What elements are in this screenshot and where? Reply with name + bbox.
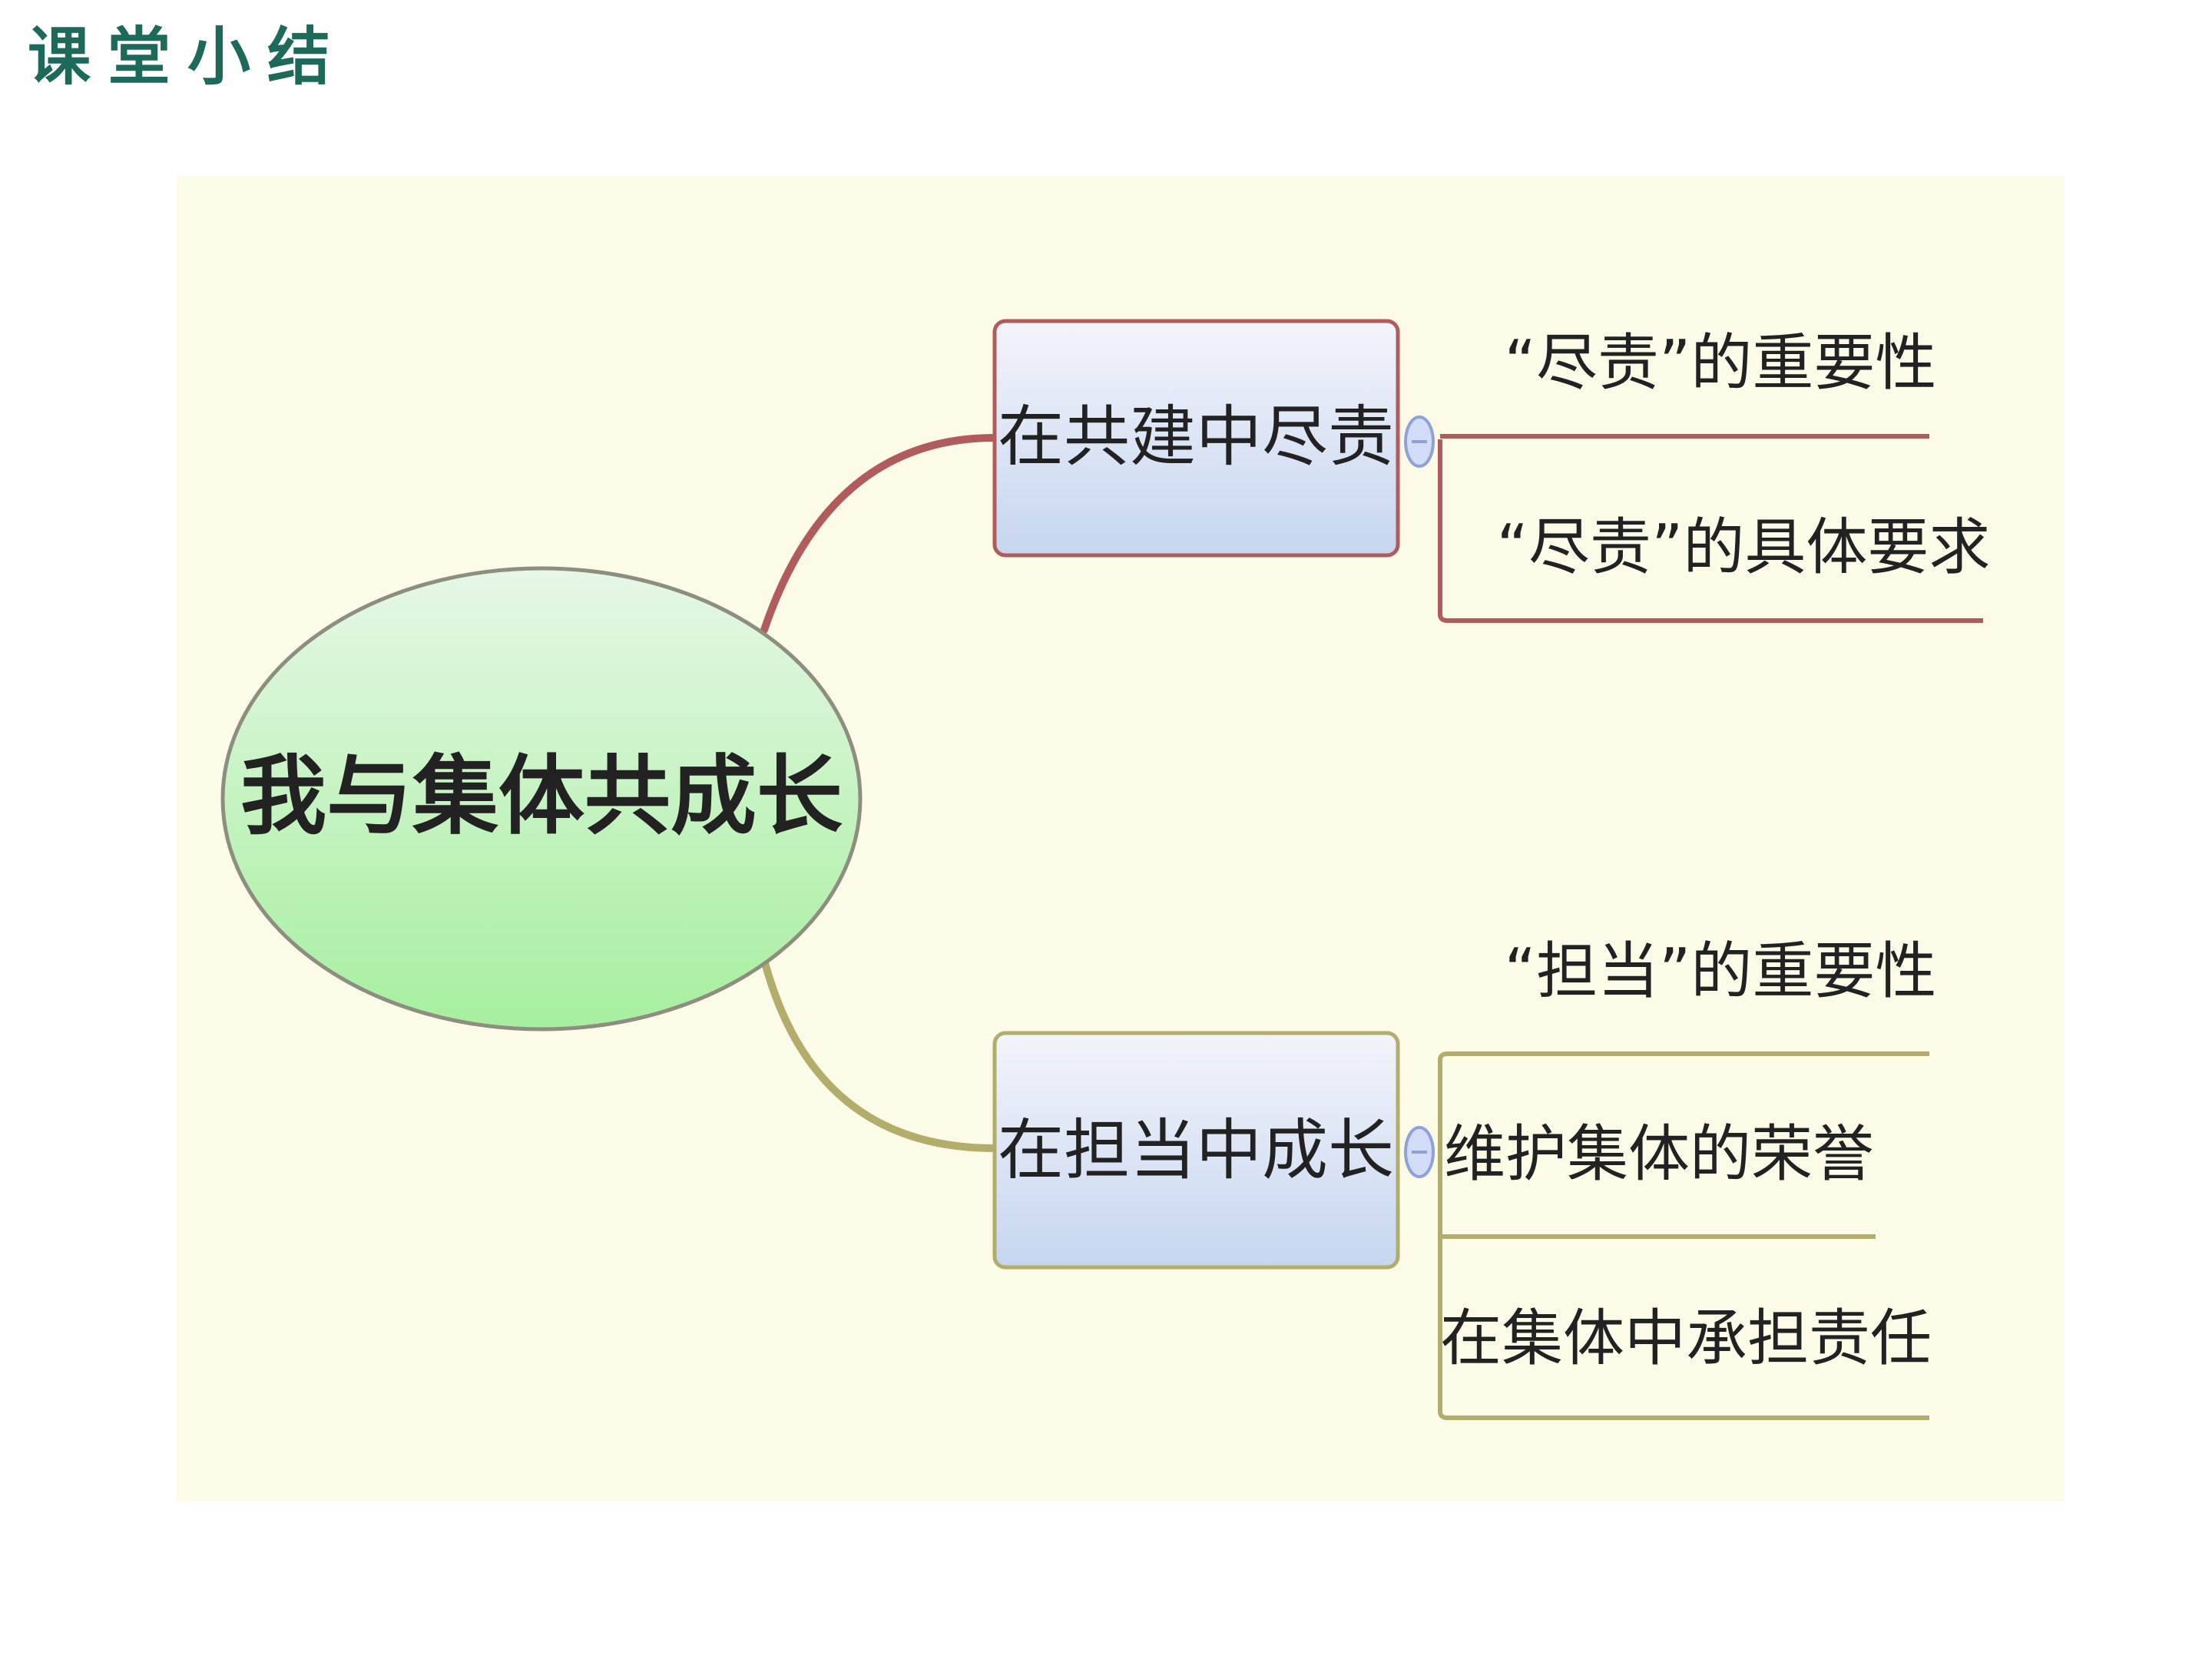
leaf-node-bottom-1: “担当”的重要性 (1505, 935, 1937, 1007)
leaf-node-top-2: “尽责”的具体要求 (1497, 512, 1991, 583)
leaf-node-bottom-2: 维护集体的荣誉 (1444, 1118, 1874, 1190)
branch-node-top: 在共建中尽责 (992, 319, 1400, 558)
collapse-toggle-bottom[interactable] (1404, 1126, 1435, 1178)
branch-node-top-label: 在共建中尽责 (998, 399, 1394, 475)
collapse-toggle-top[interactable] (1404, 416, 1435, 468)
bracket-top (1438, 439, 1983, 623)
center-node-label: 我与集体共成长 (240, 747, 843, 846)
branch-node-bottom: 在担当中成长 (992, 1031, 1400, 1270)
connector-bottom (760, 956, 998, 1152)
connector-top (760, 434, 998, 634)
section-title: 课堂小结 (28, 21, 348, 94)
bracket-bottom (1438, 1051, 1929, 1420)
leaf-node-top-1: “尽责”的重要性 (1505, 327, 1937, 399)
center-node: 我与集体共成长 (220, 566, 863, 1031)
leaf-node-bottom-3: 在集体中承担责任 (1440, 1303, 1932, 1374)
branch-node-bottom-label: 在担当中成长 (998, 1112, 1394, 1189)
